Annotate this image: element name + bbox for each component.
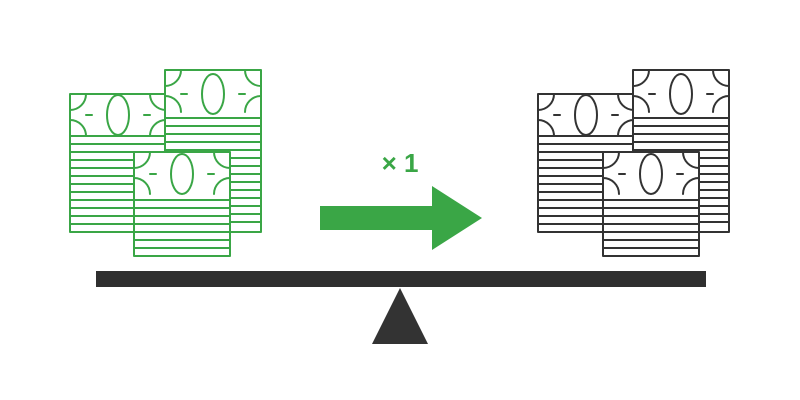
balance-beam — [96, 271, 706, 287]
left-money-stack-icon — [69, 69, 262, 257]
multiplier-label: × 1 — [382, 148, 419, 178]
right-front-bill — [602, 151, 700, 257]
fulcrum-triangle-icon — [372, 288, 428, 344]
left-front-bill — [133, 151, 231, 257]
right-arrow-icon — [320, 186, 482, 250]
right-money-stack-icon — [537, 69, 730, 257]
